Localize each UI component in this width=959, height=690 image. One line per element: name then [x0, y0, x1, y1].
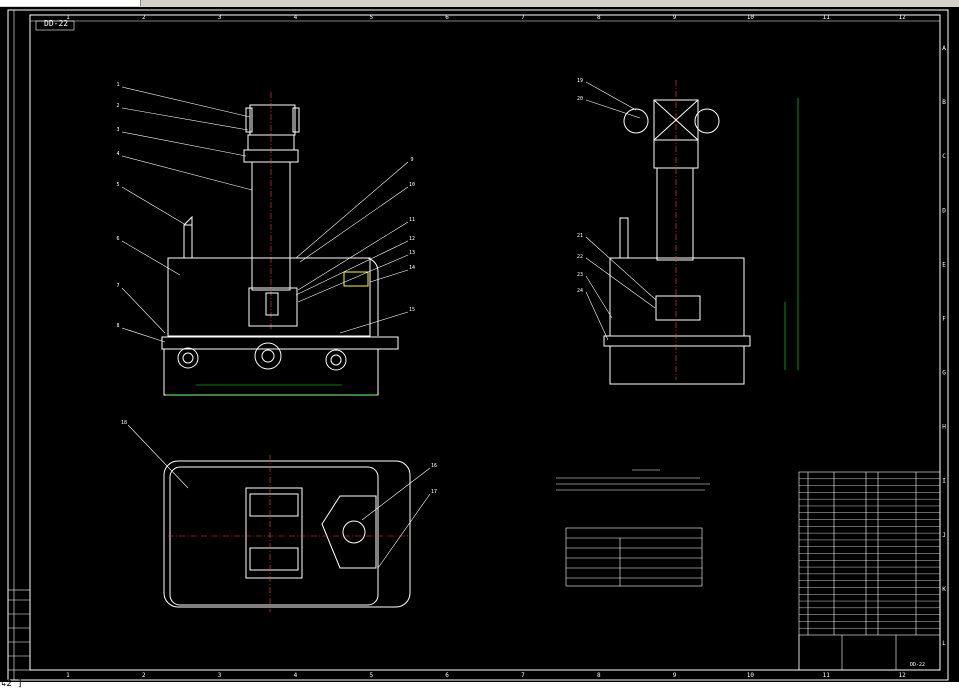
row-label: F: [942, 315, 946, 322]
status-text: ↳2 ]: [1, 679, 23, 689]
column-label-top: 4: [294, 14, 298, 21]
column-label-bottom: 2: [142, 672, 146, 679]
column-label-bottom: 9: [673, 672, 677, 679]
column-label-bottom: 1: [66, 672, 70, 679]
row-label: B: [942, 99, 946, 106]
column-label-bottom: 10: [747, 672, 755, 679]
column-label-top: 6: [445, 14, 449, 21]
row-label: J: [942, 532, 946, 539]
callout-number: 10: [409, 182, 415, 188]
column-label-bottom: 7: [521, 672, 525, 679]
front-view-leaders: [121, 86, 409, 343]
row-label: H: [942, 424, 946, 431]
callout-number: 23: [577, 272, 583, 278]
callout-number: 16: [431, 463, 437, 469]
callout-number: 7: [116, 283, 119, 289]
callout-number: 3: [116, 127, 119, 133]
column-label-bottom: 6: [445, 672, 449, 679]
callout-number: 9: [410, 157, 413, 163]
title-block-code: DD-22: [910, 662, 925, 668]
callout-number: 6: [116, 236, 119, 242]
callout-number: 15: [409, 307, 415, 313]
front-callouts-left: 1 2 3 4 5 6 7 8: [116, 82, 119, 329]
parts-list: [798, 471, 941, 671]
row-label: E: [942, 261, 946, 268]
inner-frame: [29, 14, 941, 671]
outer-frame: [7, 9, 949, 681]
column-label-bottom: 4: [294, 672, 298, 679]
column-label-top: 1: [66, 14, 70, 21]
column-label-top: 9: [673, 14, 677, 21]
column-label-bottom: 5: [369, 672, 373, 679]
callout-number: 2: [116, 103, 119, 109]
callout-number: 22: [577, 254, 583, 260]
plan-view: [163, 455, 411, 612]
row-label: D: [942, 207, 946, 214]
column-label-bottom: 12: [898, 672, 906, 679]
parts-list-rows: [799, 478, 940, 629]
column-label-top: 10: [747, 14, 755, 21]
side-callouts: 19 20 21 22 23 24: [577, 78, 583, 294]
side-view: [603, 80, 799, 385]
callout-number: 11: [409, 217, 415, 223]
column-label-top: 12: [898, 14, 906, 21]
row-label: L: [942, 640, 946, 647]
column-label-top: 2: [142, 14, 146, 21]
callout-number: 4: [116, 151, 119, 157]
callout-number: 17: [431, 489, 437, 495]
callout-number: 12: [409, 236, 415, 242]
sheet-code-box: [35, 20, 75, 31]
callout-number: 14: [409, 265, 415, 271]
window-top-strip: [0, 0, 959, 7]
column-label-top: 5: [369, 14, 373, 21]
callout-number: 1: [116, 82, 119, 88]
row-label: G: [942, 370, 946, 377]
front-callouts-right: 9 10 11 12 13 14 15: [409, 157, 415, 313]
column-label-top: 8: [597, 14, 601, 21]
sheet-code-label: DD-22: [44, 19, 69, 28]
side-view-leaders: [585, 81, 657, 341]
callout-number: 20: [577, 96, 583, 102]
technical-notes: [556, 469, 710, 491]
row-label: K: [942, 586, 946, 593]
parameter-table: [565, 527, 703, 587]
callout-number: 5: [116, 182, 119, 188]
column-label-top: 3: [218, 14, 222, 21]
callout-number: 8: [116, 323, 119, 329]
column-label-bottom: 8: [597, 672, 601, 679]
callout-number: 24: [577, 288, 583, 294]
plan-callouts: 18 16 17: [121, 420, 437, 495]
row-label: C: [942, 153, 946, 160]
tab-area: [0, 0, 141, 6]
row-labels: A B C D E F G H I J K L: [942, 45, 946, 647]
front-view: [161, 92, 399, 396]
column-label-bottom: 11: [823, 672, 831, 679]
row-label: I: [942, 478, 946, 485]
revision-strip: [7, 589, 31, 671]
callout-number: 21: [577, 233, 583, 239]
status-strip: ↳2 ]: [0, 679, 959, 690]
column-label-top: 7: [521, 14, 525, 21]
callout-number: 19: [577, 78, 583, 84]
callout-number: 13: [409, 250, 415, 256]
column-label-bottom: 3: [218, 672, 222, 679]
row-label: A: [942, 45, 946, 52]
plan-view-leaders: [127, 424, 431, 569]
column-label-top: 11: [823, 14, 831, 21]
callout-number: 18: [121, 420, 127, 426]
